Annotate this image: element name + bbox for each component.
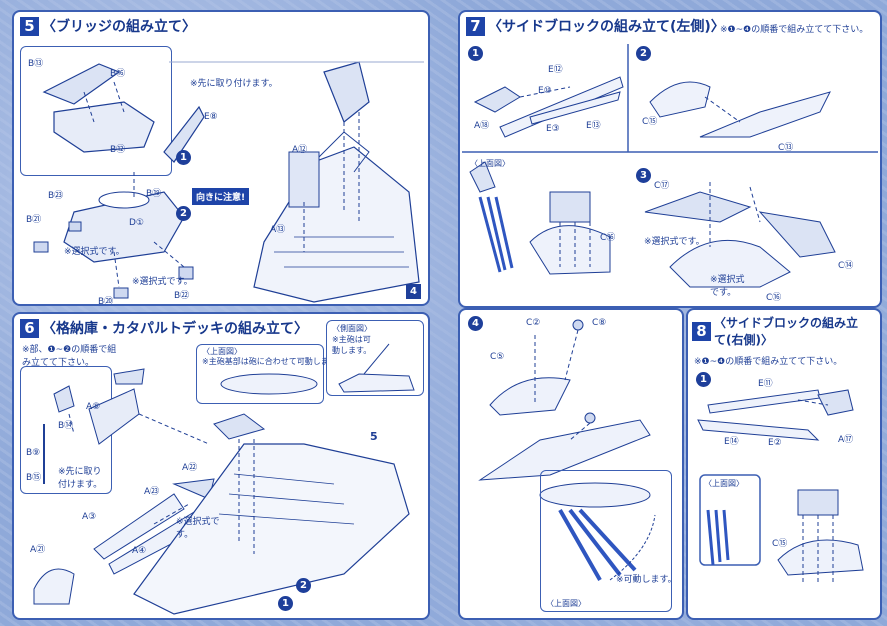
section-8-illustration (697, 389, 864, 585)
optional-note: ※選択式です。 (132, 277, 193, 287)
section-7-step-4-panel: 4 C② C⑧ C⑤ ※可動します。 〈上面図〉 (458, 308, 684, 620)
reference-marker: 4 (406, 284, 421, 299)
section-7-number: 7 (466, 16, 485, 36)
top-view-title: 〈上面図〉 (704, 479, 744, 488)
part-label-c15: C⑮ (772, 539, 788, 549)
orientation-warning: 向きに注意! (192, 188, 250, 205)
optional-note: ※選択式です。 (710, 275, 745, 298)
part-label-b22: B㉒ (174, 291, 190, 301)
section-5-panel: 5 〈ブリッジの組み立て〉 B⑬ B⑯ B⑫ E⑧ B⑲ B㉓ D① B㉑ B⑳… (12, 10, 430, 306)
part-label-e3: E③ (546, 124, 560, 134)
part-label-a17: A⑰ (838, 435, 854, 445)
attach-first-note: ※先に取り付けます。 (58, 467, 103, 490)
section-8-title: 8 〈サイドブロックの組み立て(右側)〉 (692, 314, 876, 348)
part-label-c5: C⑤ (490, 352, 505, 362)
part-label-e12: E⑫ (548, 65, 563, 75)
top-view-title: 〈上面図〉 (470, 159, 510, 168)
bottom-view-box (540, 470, 672, 612)
section-6-illustration (33, 343, 415, 615)
section-5-title: 5 〈ブリッジの組み立て〉 (20, 16, 196, 36)
part-label-c2: C② (526, 318, 541, 328)
step-2-marker: 2 (176, 206, 191, 221)
section-5-title-text: 〈ブリッジの組み立て〉 (42, 19, 196, 35)
part-label-a21: A㉑ (30, 545, 46, 555)
section-5-illustration (33, 61, 424, 303)
optional-note: ※選択式です。 (176, 517, 220, 540)
step-1-marker: 1 (278, 596, 293, 611)
part-label-c8: C⑧ (592, 318, 607, 328)
step-1-marker: 1 (468, 46, 483, 61)
part-label-e2: E② (768, 438, 782, 448)
part-label-e11: E⑪ (758, 379, 773, 389)
part-label-a18: A⑱ (474, 121, 490, 131)
part-label-a23: A㉓ (144, 487, 160, 497)
step-1-marker: 1 (696, 372, 711, 387)
section-6-number: 6 (20, 318, 39, 338)
section-5-number: 5 (20, 16, 39, 36)
section-6-order-note: ※部、❶~❷の順番で組み立てて下さい。 (22, 345, 117, 368)
part-label-c16: C⑯ (766, 293, 782, 303)
part-label-b21: B㉑ (26, 215, 42, 225)
part-label-b16: B⑯ (110, 69, 126, 79)
step-2-marker: 2 (636, 46, 651, 61)
part-label-e10: E⑩ (538, 86, 552, 96)
part-label-b20: B⑳ (98, 297, 114, 306)
side-view-note: ※主砲は可動します。 (332, 335, 372, 355)
part-label-a8: A⑧ (86, 402, 101, 412)
part-label-b23: B㉓ (48, 191, 64, 201)
part-label-a13: A⑬ (270, 225, 286, 235)
section-8-panel: 8 〈サイドブロックの組み立て(右側)〉 ※❶~❹の順番で組み立てて下さい。 1… (686, 308, 882, 620)
part-label-e13: E⑬ (586, 121, 601, 131)
reference-marker: 5 (370, 430, 378, 443)
part-label-a12: A⑫ (292, 145, 308, 155)
step-4-marker: 4 (468, 316, 483, 331)
bottom-view-title: 〈上面図〉 (546, 599, 586, 608)
part-label-a4: A④ (132, 546, 147, 556)
part-label-b15: B⑮ (26, 473, 42, 483)
section-8-order-note: ※❶~❹の順番で組み立てて下さい。 (694, 357, 843, 367)
section-7-panel: 7 〈サイドブロックの組み立て(左側)〉 ※❶~❹の順番で組み立てて下さい。 1… (458, 10, 882, 308)
section-7-step-4-illustration (478, 319, 656, 581)
part-label-c16: C⑯ (600, 233, 616, 243)
part-label-d1: D① (129, 218, 144, 228)
section-8-number: 8 (692, 321, 711, 341)
side-view-title: 〈側面図〉 (332, 324, 372, 333)
step-3-marker: 3 (636, 168, 651, 183)
part-label-a22: A㉒ (182, 463, 198, 473)
part-label-c15: C⑮ (642, 117, 658, 127)
top-view-note: ※主砲基部は砲に合わせて可動します。 (202, 357, 344, 366)
part-label-a3: A③ (82, 512, 97, 522)
part-label-c14: C⑭ (838, 261, 854, 271)
section-7-step-divider (462, 44, 878, 288)
section-7-title: 7 〈サイドブロックの組み立て(左側)〉 (466, 16, 725, 36)
step-1-marker: 1 (176, 150, 191, 165)
attach-first-note: ※先に取り付けます。 (190, 79, 278, 89)
top-view-title: 〈上面図〉 (202, 347, 242, 356)
movable-note: ※可動します。 (616, 575, 677, 585)
section-6-panel: 6 〈格納庫・カタパルトデッキの組み立て〉 ※部、❶~❷の順番で組み立てて下さい… (12, 312, 430, 620)
optional-note: ※選択式です。 (644, 237, 705, 247)
part-label-e14: E⑭ (724, 437, 739, 447)
step-2-marker: 2 (296, 578, 311, 593)
part-label-b9: B⑨ (26, 448, 41, 458)
part-label-e8: E⑧ (204, 112, 218, 122)
section-8-title-text: 〈サイドブロックの組み立て(右側)〉 (714, 316, 859, 347)
part-label-b19: B⑲ (146, 189, 162, 199)
part-label-b13: B⑬ (28, 59, 44, 69)
part-label-c17: C⑰ (654, 181, 670, 191)
part-label-b14: B⑭ (58, 421, 74, 431)
section-6-title: 6 〈格納庫・カタパルトデッキの組み立て〉 (20, 318, 308, 338)
section-7-order-note: ※❶~❹の順番で組み立てて下さい。 (720, 25, 869, 35)
section-6-title-text: 〈格納庫・カタパルトデッキの組み立て〉 (42, 321, 308, 337)
optional-note: ※選択式です。 (64, 247, 125, 257)
section-7-title-text: 〈サイドブロックの組み立て(左側)〉 (488, 19, 725, 35)
part-label-c13: C⑬ (778, 143, 794, 153)
part-label-b12: B⑫ (110, 145, 126, 155)
